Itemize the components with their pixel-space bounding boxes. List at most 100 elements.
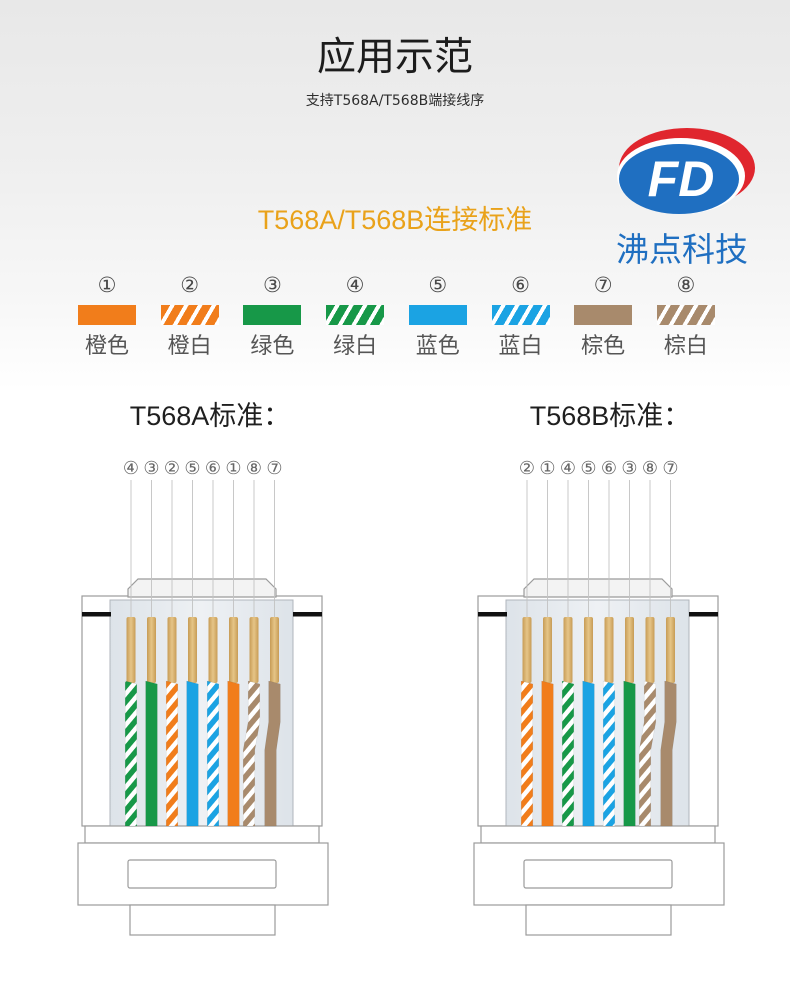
standard-title-b: T568B标准： (529, 401, 691, 431)
connector-window (505, 599, 690, 827)
legend-label: 橙白 (167, 334, 212, 359)
pin-contact (270, 617, 279, 683)
pin-contact (625, 617, 634, 683)
black-band-right (689, 612, 718, 617)
pin-contact (563, 617, 573, 683)
logo-blue-core (619, 144, 739, 214)
black-band-right (293, 612, 322, 617)
legend-number: ② (180, 273, 200, 297)
pin-order-label: ⑦ (266, 458, 282, 479)
pin-order-label: ⑧ (642, 458, 658, 479)
connector-top-cap (127, 578, 277, 598)
pin-contact (167, 617, 177, 683)
wire-pin-1 (520, 680, 534, 827)
legend-number: ③ (262, 273, 282, 297)
black-band-left (478, 612, 507, 617)
pin-order-label: ② (164, 458, 180, 479)
pin-order-label: ⑦ (662, 458, 678, 479)
legend-number: ④ (345, 273, 365, 297)
legend-number: ⑦ (593, 273, 613, 297)
connector-neck (84, 825, 320, 844)
pin-contact (208, 617, 218, 683)
brand-logo: FD (617, 128, 755, 214)
pin-order-label: ① (225, 458, 241, 479)
pin-order-label: ⑥ (601, 458, 617, 479)
pin-order-label: ③ (621, 458, 637, 479)
pin-contact (188, 617, 197, 683)
wire-pin-3 (165, 680, 179, 827)
pin-contact (229, 617, 238, 683)
legend-item: ③ 绿色 (232, 272, 312, 364)
legend-item: ⑧ 棕白 (646, 272, 726, 364)
pin-contact (249, 617, 259, 683)
solid-color-swatch (574, 305, 633, 325)
pin-contact (604, 617, 614, 683)
connector-top-cap (523, 578, 673, 598)
pin-order-label: ⑧ (246, 458, 262, 479)
legend-label: 棕色 (581, 334, 626, 359)
wire-pin-8 (264, 680, 281, 827)
legend-number: ⑤ (428, 273, 448, 297)
pin-order-label: ③ (143, 458, 159, 479)
wire-pin-5 (206, 680, 220, 827)
black-band-left (82, 612, 111, 617)
wire-pin-2 (541, 680, 554, 827)
wire-pin-5 (602, 680, 616, 827)
legend-item: ② 橙白 (150, 272, 230, 364)
striped-color-swatch (491, 305, 550, 325)
solid-color-swatch (408, 305, 467, 325)
pin-contact (584, 617, 593, 683)
legend-label: 棕白 (663, 334, 708, 359)
page-title: 应用示范 (316, 35, 473, 80)
pin-contact (645, 617, 655, 683)
legend-item: ⑥ 蓝白 (481, 272, 561, 364)
legend-label: 绿色 (250, 334, 295, 359)
pin-order-label: ④ (560, 458, 576, 479)
section-title: T568A/T568B连接标准 (257, 205, 533, 235)
connector-window (109, 599, 294, 827)
latch-slot (127, 859, 277, 889)
striped-color-swatch (326, 305, 385, 325)
wire-pin-7 (638, 680, 657, 827)
legend-label: 绿白 (333, 334, 378, 359)
legend-number: ⑧ (676, 273, 696, 297)
wire-pin-3 (561, 680, 575, 827)
wire-pin-2 (145, 680, 158, 827)
page-subtitle: 支持T568A/T568B端接线序 (305, 93, 485, 109)
latch-tab (129, 904, 276, 936)
legend-label: 蓝色 (415, 334, 460, 359)
latch-tab (525, 904, 672, 936)
pin-contact (543, 617, 552, 683)
wire-pin-8 (660, 680, 677, 827)
striped-color-swatch (656, 305, 715, 325)
wire-pin-7 (242, 680, 261, 827)
pin-order-label: ⑤ (580, 458, 596, 479)
pin-order-label: ② (519, 458, 535, 479)
legend-label: 橙色 (84, 334, 129, 359)
pin-contact (147, 617, 156, 683)
standard-title-a: T568A标准： (129, 401, 291, 431)
pin-order-label: ⑥ (205, 458, 221, 479)
legend-number: ⑥ (511, 273, 530, 297)
brand-name: 沸点科技 (616, 230, 748, 269)
legend-label: 蓝白 (498, 334, 543, 359)
connector-neck (480, 825, 716, 844)
latch-slot (523, 859, 673, 889)
wire-pin-4 (186, 680, 199, 827)
pin-contact (522, 617, 532, 683)
striped-color-swatch (160, 305, 219, 325)
legend-item: ⑦ 棕色 (563, 272, 643, 364)
pin-order-label: ⑤ (184, 458, 200, 479)
logo-letters: FD (648, 151, 715, 207)
wire-pin-6 (623, 680, 636, 827)
pin-contact (126, 617, 136, 683)
solid-color-swatch (243, 305, 302, 325)
wire-pin-4 (582, 680, 595, 827)
solid-color-swatch (78, 305, 136, 325)
